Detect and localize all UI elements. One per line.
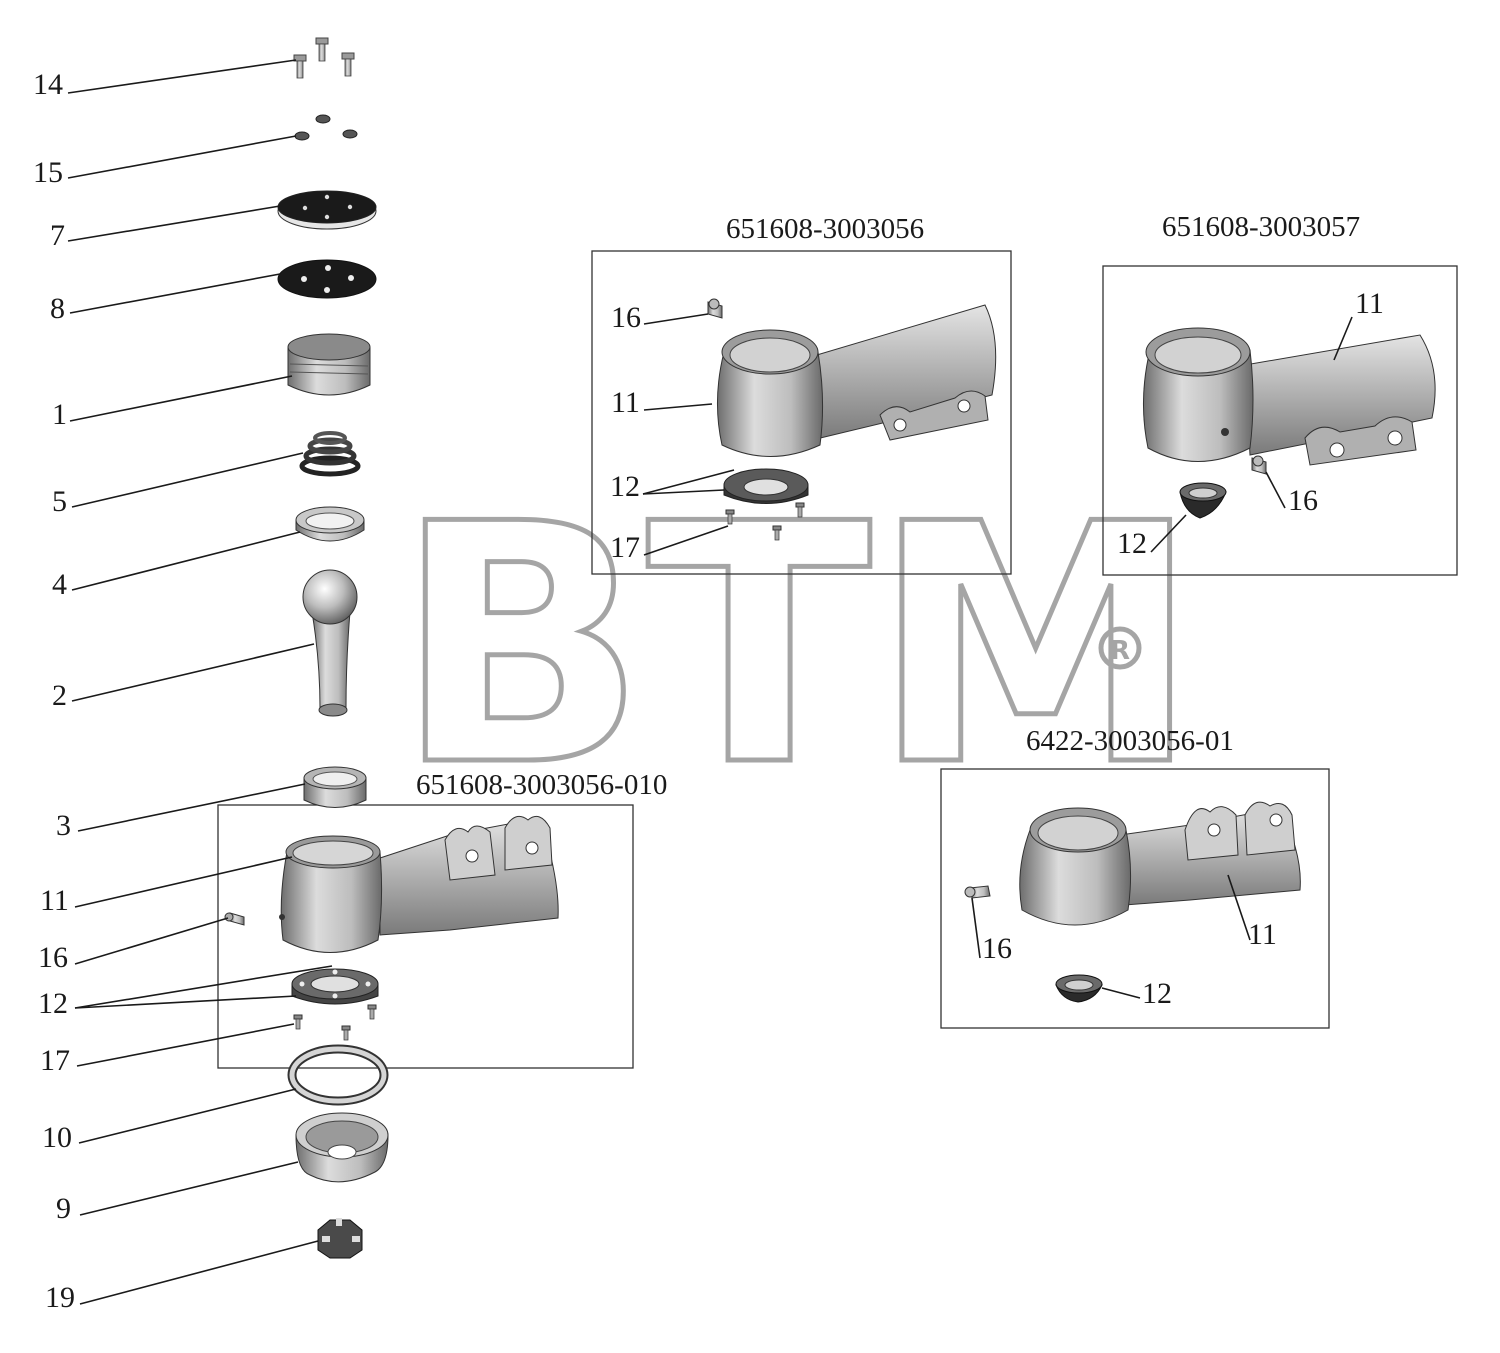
callout-number: 2 [52,679,67,712]
callout-number: 1 [52,398,67,431]
retaining-ring-part [287,1044,389,1106]
bolts-part [293,37,355,79]
boot-cup-part [295,1112,389,1183]
cover-with-holes-part [291,968,379,1005]
variant-frame-651608-3003056 [591,250,1012,575]
cover-plate-part [277,190,377,230]
callout-number: 3 [56,809,71,842]
castle-nut-part [317,1218,363,1259]
screws-part [293,1004,377,1041]
ball-pin-part [302,569,358,717]
callout-number: 17 [610,531,640,564]
registered-mark-icon [1098,626,1142,670]
callout-number: 12 [1142,977,1172,1010]
callout-number: 12 [1117,527,1147,560]
watermark: BTM R [393,452,1203,841]
variant-frame-651608-3003056-010 [217,804,634,1069]
variant-title: 651608-3003056-010 [416,769,667,801]
callout-number: 16 [982,932,1012,965]
watermark-text: BTM [395,454,1200,838]
variant-title: 6422-3003056-01 [1026,725,1234,757]
callout-number: 16 [1288,484,1318,517]
callout-number: 15 [33,156,63,189]
callout-number: 8 [50,292,65,325]
callout-number: 14 [33,68,63,101]
variant-6422-3003056-01: 16 11 12 [964,801,1301,1010]
plug-part [287,333,371,396]
variant-frame-651608-3003057 [1102,265,1458,576]
callout-number: 16 [38,941,68,974]
gasket-part [277,259,377,299]
washers-part [294,114,358,141]
callout-number: 4 [52,568,67,601]
callout-number: 12 [610,470,640,503]
left-callouts: 14 15 7 8 1 5 4 2 3 11 16 12 17 10 9 19 [33,68,75,1314]
callout-number: 11 [1248,918,1277,951]
callout-number: 7 [50,219,65,252]
callout-number: 11 [611,386,640,419]
grease-fitting-part [224,912,245,926]
registered-mark-letter: R [1110,636,1130,666]
callout-number: 11 [40,884,69,917]
callout-number: 5 [52,485,67,518]
callout-number: 11 [1355,287,1384,320]
variant-651608-3003056: 16 11 12 17 [610,298,997,564]
variant-frame-6422-3003056-01 [940,768,1330,1029]
lower-seat-part [303,766,367,808]
variant-651608-3003057: 11 16 12 [1117,287,1436,560]
callout-number: 10 [42,1121,72,1154]
callout-number: 9 [56,1192,71,1225]
spring-part [299,431,361,477]
tie-rod-end-housing-part [279,815,559,953]
callout-number: 12 [38,987,68,1020]
callout-number: 17 [40,1044,70,1077]
callout-number: 19 [45,1281,75,1314]
left-leader-lines [67,59,333,1305]
variant-title: 651608-3003057 [1162,211,1360,243]
upper-seat-part [295,506,365,542]
variant-title: 651608-3003056 [726,213,924,245]
callout-number: 16 [611,301,641,334]
